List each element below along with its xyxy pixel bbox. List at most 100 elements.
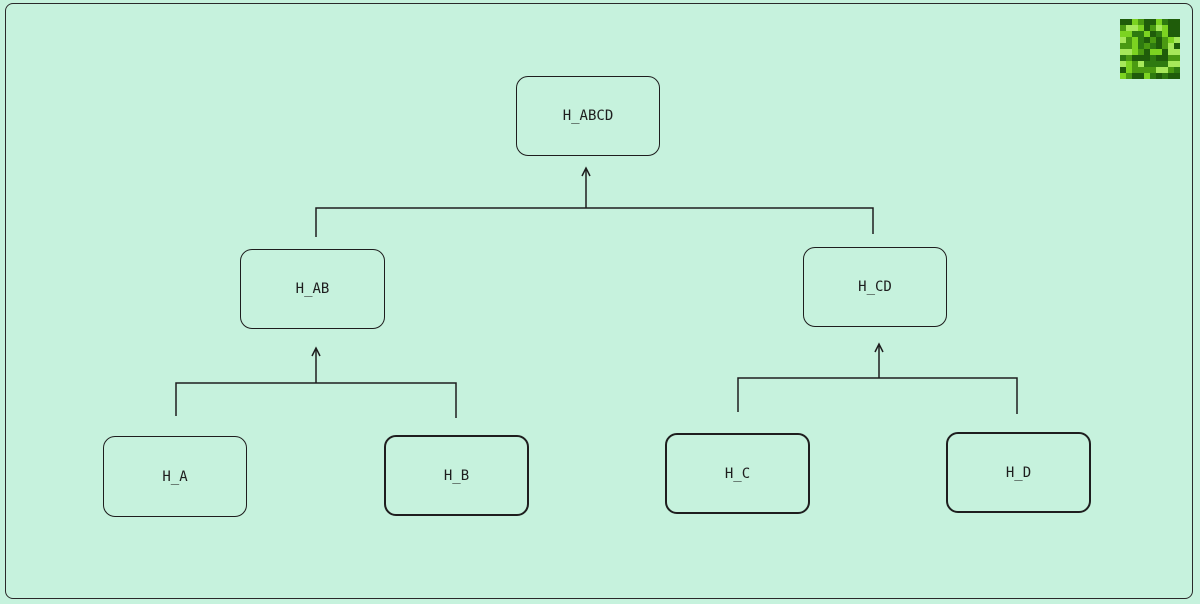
- logo-pixel: [1150, 67, 1156, 73]
- node-h-b[interactable]: H_B: [384, 435, 529, 516]
- logo-pixel: [1156, 37, 1162, 43]
- pixel-mosaic-logo: [1120, 19, 1180, 79]
- logo-pixel: [1126, 31, 1132, 37]
- logo-pixel: [1126, 61, 1132, 67]
- logo-pixel: [1150, 43, 1156, 49]
- logo-pixel: [1120, 49, 1126, 55]
- logo-pixel: [1162, 55, 1168, 61]
- logo-pixel: [1174, 61, 1180, 67]
- logo-pixel: [1138, 61, 1144, 67]
- logo-pixel: [1126, 43, 1132, 49]
- logo-pixel: [1150, 19, 1156, 25]
- node-h-a[interactable]: H_A: [103, 436, 247, 517]
- logo-pixel: [1144, 67, 1150, 73]
- logo-pixel: [1156, 73, 1162, 79]
- logo-pixel: [1168, 73, 1174, 79]
- logo-pixel: [1150, 73, 1156, 79]
- node-h-ab-label: H_AB: [295, 281, 330, 297]
- logo-pixel: [1144, 43, 1150, 49]
- logo-pixel: [1174, 73, 1180, 79]
- node-h-c-label: H_C: [724, 465, 751, 482]
- logo-pixel: [1144, 37, 1150, 43]
- logo-pixel: [1168, 49, 1174, 55]
- node-h-abcd[interactable]: H_ABCD: [516, 76, 660, 156]
- logo-pixel: [1132, 67, 1138, 73]
- logo-pixel: [1156, 49, 1162, 55]
- logo-pixel: [1144, 25, 1150, 31]
- canvas-frame: [5, 3, 1193, 599]
- logo-pixel: [1138, 73, 1144, 79]
- logo-pixel: [1126, 67, 1132, 73]
- logo-pixel: [1174, 67, 1180, 73]
- logo-pixel: [1168, 55, 1174, 61]
- logo-pixel: [1156, 25, 1162, 31]
- node-h-abcd-label: H_ABCD: [562, 108, 614, 124]
- node-h-ab[interactable]: H_AB: [240, 249, 385, 329]
- logo-pixel: [1138, 43, 1144, 49]
- logo-pixel: [1132, 49, 1138, 55]
- logo-pixel: [1120, 55, 1126, 61]
- logo-pixel: [1120, 67, 1126, 73]
- logo-pixel: [1174, 19, 1180, 25]
- logo-pixel: [1138, 37, 1144, 43]
- logo-pixel: [1174, 55, 1180, 61]
- logo-pixel: [1126, 73, 1132, 79]
- logo-pixel: [1126, 49, 1132, 55]
- logo-pixel: [1162, 37, 1168, 43]
- logo-pixel: [1120, 31, 1126, 37]
- logo-pixel: [1120, 43, 1126, 49]
- logo-pixel: [1126, 19, 1132, 25]
- logo-pixel: [1156, 19, 1162, 25]
- logo-pixel: [1120, 61, 1126, 67]
- logo-pixel: [1162, 19, 1168, 25]
- logo-pixel: [1132, 25, 1138, 31]
- logo-pixel: [1162, 25, 1168, 31]
- logo-pixel: [1162, 67, 1168, 73]
- logo-pixel: [1168, 67, 1174, 73]
- logo-pixel: [1132, 55, 1138, 61]
- logo-pixel: [1174, 25, 1180, 31]
- logo-pixel: [1168, 25, 1174, 31]
- node-h-cd-label: H_CD: [858, 279, 892, 295]
- logo-pixel: [1120, 25, 1126, 31]
- logo-pixel: [1156, 67, 1162, 73]
- logo-pixel: [1132, 31, 1138, 37]
- node-h-cd[interactable]: H_CD: [803, 247, 947, 327]
- logo-pixel: [1144, 61, 1150, 67]
- logo-pixel: [1162, 31, 1168, 37]
- logo-pixel: [1162, 43, 1168, 49]
- logo-pixel: [1138, 67, 1144, 73]
- logo-pixel: [1126, 55, 1132, 61]
- node-h-c[interactable]: H_C: [665, 433, 810, 514]
- logo-pixel: [1144, 31, 1150, 37]
- logo-pixel: [1120, 19, 1126, 25]
- logo-pixel: [1156, 43, 1162, 49]
- logo-pixel: [1174, 49, 1180, 55]
- logo-pixel: [1156, 31, 1162, 37]
- logo-pixel: [1156, 61, 1162, 67]
- logo-pixel: [1168, 43, 1174, 49]
- node-h-b-label: H_B: [443, 467, 470, 484]
- logo-pixel: [1138, 55, 1144, 61]
- logo-pixel: [1174, 43, 1180, 49]
- logo-pixel: [1150, 37, 1156, 43]
- logo-pixel: [1138, 19, 1144, 25]
- logo-pixel: [1162, 73, 1168, 79]
- logo-pixel: [1174, 37, 1180, 43]
- logo-pixel: [1150, 61, 1156, 67]
- logo-pixel: [1126, 37, 1132, 43]
- logo-pixel: [1174, 31, 1180, 37]
- logo-pixel: [1144, 49, 1150, 55]
- logo-pixel: [1168, 19, 1174, 25]
- node-h-d[interactable]: H_D: [946, 432, 1091, 513]
- logo-pixel: [1144, 73, 1150, 79]
- logo-pixel: [1162, 61, 1168, 67]
- logo-pixel: [1132, 19, 1138, 25]
- logo-pixel: [1168, 31, 1174, 37]
- logo-pixel: [1156, 55, 1162, 61]
- logo-pixel: [1132, 73, 1138, 79]
- logo-pixel: [1150, 55, 1156, 61]
- logo-pixel: [1150, 49, 1156, 55]
- logo-pixel: [1138, 25, 1144, 31]
